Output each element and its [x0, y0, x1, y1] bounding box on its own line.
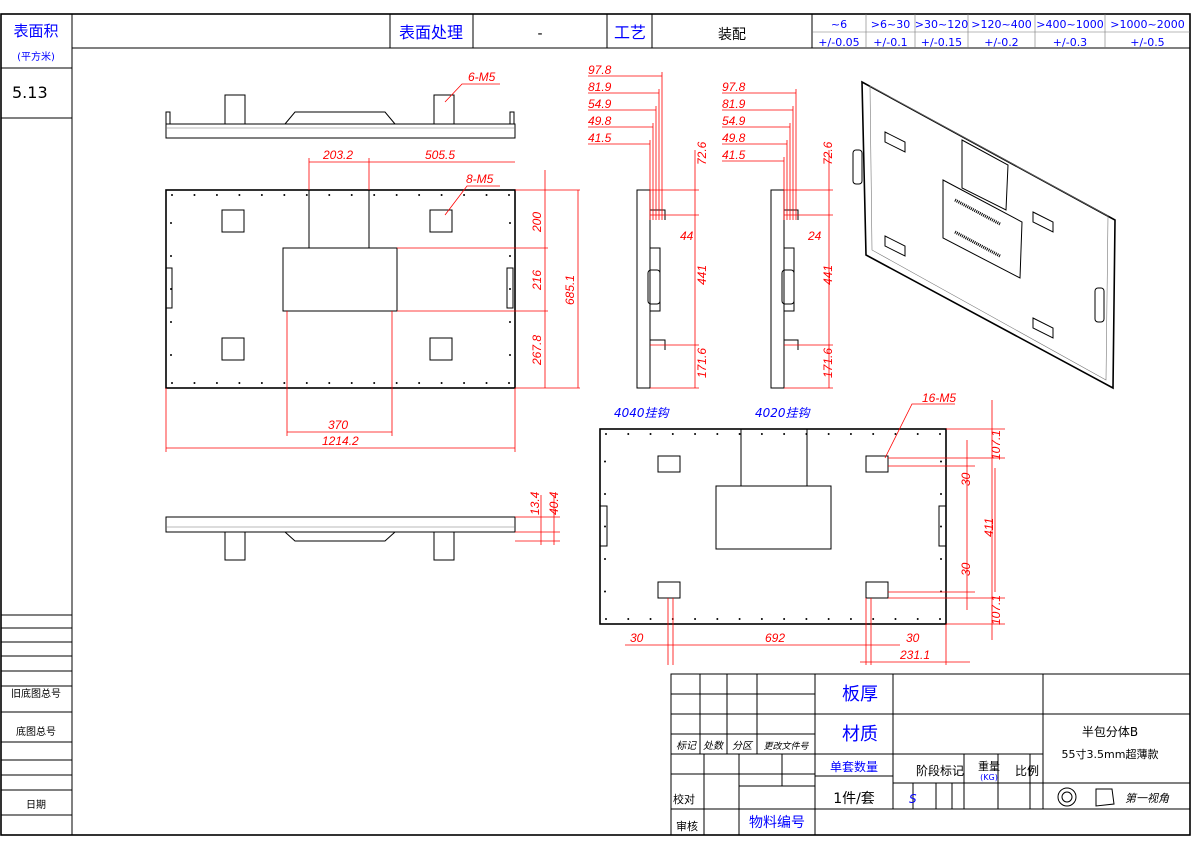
- dim-231-1: 231.1: [899, 648, 930, 662]
- surface-area-label: 表面积: [13, 22, 58, 40]
- left-column: 表面积 (平方米) 5.13 旧底图总号 底图总号 日期: [1, 14, 73, 835]
- drawing-no-label: 底图总号: [16, 725, 56, 738]
- isometric-view: [852, 80, 1116, 390]
- dim-44: 44: [680, 229, 694, 243]
- dim-692: 692: [765, 631, 785, 645]
- dim-40-4: 40.4: [547, 491, 561, 515]
- dim-97-8: 97.8: [588, 63, 612, 77]
- part-name: 半包分体B: [1082, 725, 1138, 739]
- revision-header: 处数: [703, 740, 725, 752]
- projection-circle-icon: [1057, 787, 1077, 807]
- drawing-frame: [0, 13, 1191, 836]
- process-label: 工艺: [614, 23, 646, 42]
- projection-cone-icon: [1095, 788, 1115, 807]
- dim-441: 441: [695, 265, 709, 285]
- tolerance-range: >6~30: [871, 18, 910, 31]
- check-label: 校对: [673, 792, 695, 806]
- dim-171-6: 171.6: [695, 348, 709, 378]
- tolerance-value: +/-0.2: [984, 36, 1018, 49]
- dim-81-9: 81.9: [588, 80, 612, 94]
- qty-value: 1件/套: [833, 791, 875, 807]
- revision-header: 标记: [676, 740, 697, 752]
- surface-treatment-value: -: [537, 26, 542, 42]
- tolerance-range: >1000~2000: [1110, 18, 1184, 31]
- rear-view: 4040挂钩 4020挂钩 16-M5 107.1 30 411 30 107.…: [599, 391, 1005, 665]
- dim-30-bottom: 30: [959, 562, 973, 576]
- front-view: 203.2 505.5 8-M5 200 216 267.8 685.1 370…: [165, 148, 580, 452]
- process-value: 装配: [718, 27, 746, 43]
- dim-41-5: 41.5: [722, 148, 746, 162]
- top-view: 6-M5: [165, 70, 516, 139]
- dim-54-9: 54.9: [722, 114, 746, 128]
- side-view-2: 97.8 81.9 54.9 49.8 41.5 72.6 24 441 171…: [722, 80, 835, 389]
- callout-16-m5: 16-M5: [922, 391, 956, 405]
- qty-label: 单套数量: [830, 759, 878, 774]
- dim-370: 370: [328, 418, 348, 432]
- surface-area-unit: (平方米): [17, 50, 55, 63]
- header-row: 表面处理 - 工艺 装配 ~6 +/-0.05 >6~30 +/-0.1 >30~120…: [72, 14, 1190, 49]
- scale-label: 比例: [1015, 764, 1039, 778]
- dim-505-5: 505.5: [425, 148, 455, 162]
- tolerance-value: +/-0.15: [921, 36, 962, 49]
- material-label: 材质: [842, 724, 878, 745]
- tolerance-value: +/-0.5: [1130, 36, 1164, 49]
- revision-header: 分区: [732, 740, 754, 752]
- revision-header: 更改文件号: [763, 741, 809, 752]
- callout-8-m5: 8-M5: [466, 172, 494, 186]
- dim-81-9: 81.9: [722, 97, 746, 111]
- dim-171-6: 171.6: [821, 348, 835, 378]
- old-drawing-no-label: 旧底图总号: [11, 687, 61, 700]
- dim-97-8: 97.8: [722, 80, 746, 94]
- title-block: 标记处数分区更改文件号 校对 审核 板厚 材质 单套数量 1件/套 物料编号 阶…: [670, 673, 1191, 836]
- stage-label: 阶段标记: [916, 763, 964, 778]
- surface-area-value: 5.13: [12, 83, 48, 102]
- bottom-view: 13.4 40.4: [165, 491, 561, 561]
- dim-72-6: 72.6: [695, 141, 709, 165]
- dim-107-1-bottom: 107.1: [989, 595, 1003, 625]
- dim-49-8: 49.8: [588, 114, 612, 128]
- tolerance-range: ~6: [831, 18, 847, 31]
- tolerance-value: +/-0.1: [873, 36, 907, 49]
- dim-441: 441: [821, 265, 835, 285]
- date-label: 日期: [26, 799, 46, 811]
- hook-4040-label: 4040挂钩: [614, 406, 671, 420]
- tolerance-value: +/-0.3: [1053, 36, 1087, 49]
- dim-54-9: 54.9: [588, 97, 612, 111]
- weight-label: 重量: [978, 759, 1000, 773]
- thickness-label: 板厚: [842, 684, 878, 705]
- weight-unit: (KG): [980, 773, 998, 782]
- dim-49-8: 49.8: [722, 131, 746, 145]
- dim-41-5: 41.5: [588, 131, 612, 145]
- stage-value: S: [909, 792, 917, 806]
- dim-30-top: 30: [959, 472, 973, 486]
- dim-411: 411: [982, 518, 996, 537]
- projection-label: 第一视角: [1125, 792, 1170, 805]
- material-no-label: 物料编号: [749, 815, 805, 831]
- hook-4020-label: 4020挂钩: [755, 406, 812, 420]
- dim-30-right: 30: [906, 631, 920, 645]
- surface-treatment-label: 表面处理: [399, 23, 463, 42]
- callout-6-m5: 6-M5: [468, 70, 496, 84]
- dim-1214-2: 1214.2: [322, 434, 359, 448]
- tolerance-range: >400~1000: [1036, 18, 1103, 31]
- tolerance-range: >120~400: [971, 18, 1031, 31]
- dim-30-left: 30: [630, 631, 644, 645]
- dim-107-1-top: 107.1: [989, 430, 1003, 460]
- dim-685-1: 685.1: [563, 275, 577, 305]
- side-view-1: 97.8 81.9 54.9 49.8 41.5 72.6 44 441 171…: [588, 63, 709, 389]
- tolerance-value: +/-0.05: [818, 36, 859, 49]
- review-label: 审核: [676, 819, 698, 833]
- dim-216: 216: [530, 270, 544, 291]
- dim-203-2: 203.2: [322, 148, 353, 162]
- part-desc: 55寸3.5mm超薄款: [1062, 747, 1159, 761]
- dim-267-8: 267.8: [530, 335, 544, 366]
- dim-200: 200: [530, 212, 544, 233]
- dim-72-6: 72.6: [821, 141, 835, 165]
- tolerance-range: >30~120: [915, 18, 968, 31]
- dim-24: 24: [807, 229, 822, 243]
- dim-13-4: 13.4: [528, 491, 542, 515]
